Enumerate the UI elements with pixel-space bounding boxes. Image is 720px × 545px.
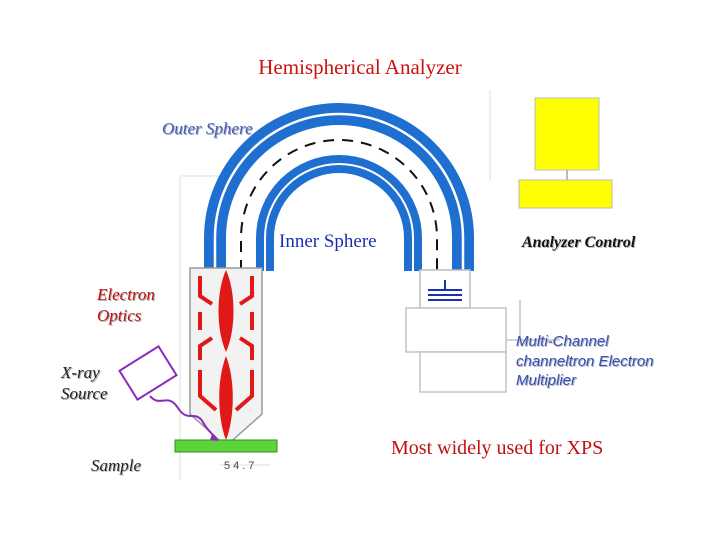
outer-sphere-label: Outer Sphere: [162, 119, 253, 138]
lens-right-4: [234, 370, 254, 412]
xray-source-box: [118, 345, 178, 401]
electronics-box-bottom: [419, 351, 507, 393]
multichannel-line1: Multi-Channel: [516, 333, 609, 350]
beam-lower: [219, 356, 233, 440]
inner-sphere-gap: [264, 163, 414, 271]
electron-optics-line1: Electron: [97, 285, 155, 304]
lens-left-1: [198, 276, 214, 306]
sample-plate: [174, 439, 278, 453]
electronics: [405, 300, 560, 393]
outer-sphere-gap: [213, 112, 465, 271]
xray-beam-arrowhead: [210, 434, 218, 441]
xray-source-label: X-ray Source: [61, 362, 108, 405]
electron-optics-line2: Optics: [97, 306, 142, 326]
xray-source-line1: X-ray: [61, 363, 100, 382]
sample-label: Sample: [91, 456, 142, 475]
electronics-box-top: [405, 307, 507, 353]
control-base: [518, 179, 613, 209]
diagram-title: Hemispherical Analyzer: [258, 55, 462, 79]
detector: [419, 269, 471, 309]
lens-left-4: [198, 370, 218, 412]
multichannel-label: Multi-Channel channeltron Electron Multi…: [516, 332, 654, 391]
inner-sphere-label: Inner Sphere: [276, 231, 380, 253]
inner-sphere-shape: [256, 155, 422, 271]
xray-source-line2: Source: [61, 384, 108, 404]
analyzer-control-label: Analyzer Control: [522, 234, 636, 251]
xray-beam: [149, 395, 218, 441]
xray-source: [118, 345, 218, 441]
electron-optics-label: Electron Optics: [97, 284, 155, 327]
caption: Most widely used for XPS: [391, 437, 604, 459]
lens-right-3: [238, 336, 254, 360]
electron-optics-column: [189, 267, 263, 448]
lens-right-1: [238, 276, 254, 306]
multichannel-line2: channeltron Electron: [516, 352, 654, 370]
lens-elements: [198, 276, 254, 412]
beam-upper: [218, 270, 234, 352]
background-guides: [179, 90, 491, 480]
angle-label: 54.7: [224, 460, 258, 472]
lens-left-3: [198, 336, 214, 360]
control-monitor: [534, 97, 600, 171]
multichannel-line3: Multiplier: [516, 372, 577, 389]
analyzer-arches: [204, 103, 474, 271]
analyzer-control-unit: [518, 97, 613, 209]
